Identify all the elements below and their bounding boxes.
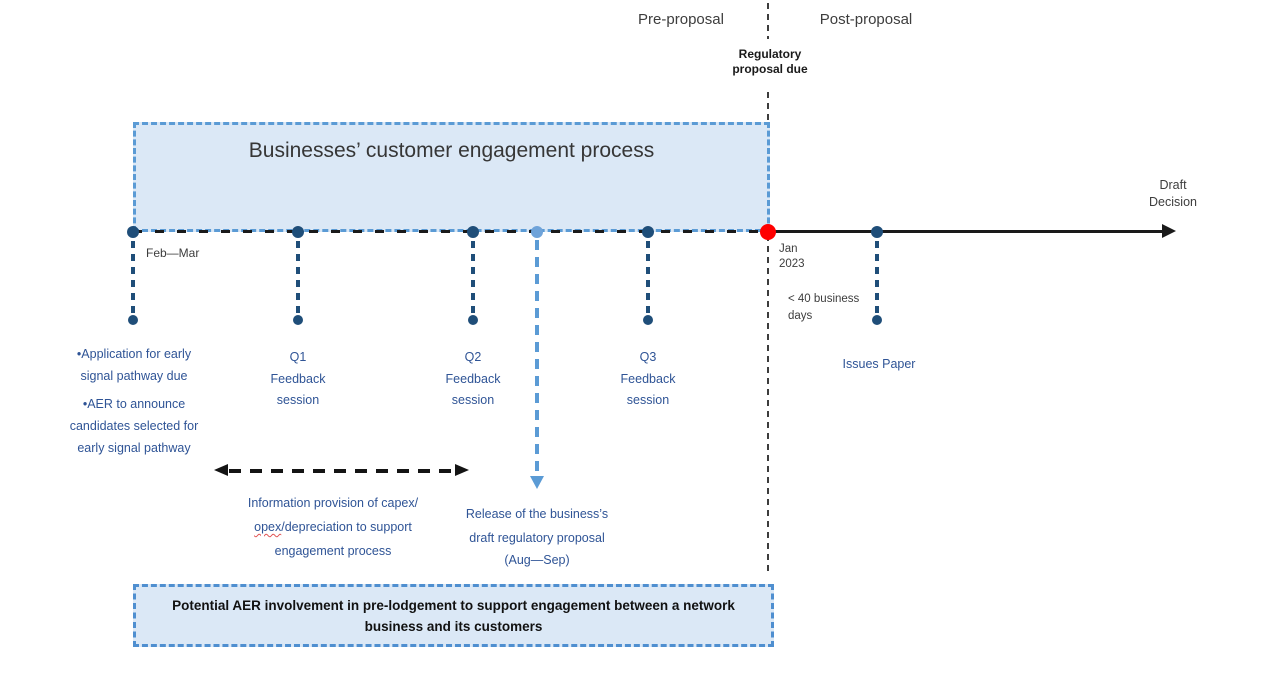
info-provision-line2: opex/depreciation to support	[220, 515, 446, 539]
business-days-note: < 40 business days	[788, 293, 860, 322]
milestone-dot-q2	[467, 226, 479, 238]
opex-misspell-word: opex	[254, 520, 282, 534]
engagement-box-title: Businesses’ customer engagement process	[248, 139, 655, 162]
right-arrowhead-icon	[455, 464, 469, 476]
aer-involvement-text: Potential AER involvement in pre-lodgeme…	[172, 597, 735, 634]
draft-proposal-release-label: Release of the business’s draft regulato…	[465, 507, 609, 545]
phase-divider-dashed-line-top	[767, 3, 769, 39]
draft-decision-label: Draft Decision	[1149, 178, 1197, 209]
aer-announcement-label: •AER to announce candidates selected for…	[69, 397, 199, 455]
milestone-dot-early-signal	[127, 226, 139, 238]
info-provision-line1: Information provision of capex/	[247, 496, 419, 510]
timeline-solid-segment	[768, 230, 1165, 233]
proposal-due-date-note: Jan 2023	[779, 243, 805, 270]
left-arrowhead-icon	[214, 464, 228, 476]
q1-feedback-label: Q1 Feedback session	[270, 350, 326, 407]
issues-paper-label: Issues Paper	[842, 357, 916, 371]
q2-feedback-label: Q2 Feedback session	[445, 350, 501, 407]
customer-engagement-process-box: Businesses’ customer engagement process	[133, 122, 770, 232]
pre-proposal-phase-label: Pre-proposal	[638, 11, 724, 28]
dropline-dot-early-signal	[128, 315, 138, 325]
milestone-dot-q1	[292, 226, 304, 238]
info-provision-line2-rest: /depreciation to support	[281, 520, 412, 534]
dropline-early-signal	[131, 241, 135, 314]
dropline-dot-q1	[293, 315, 303, 325]
start-date-note: Feb—Mar	[146, 246, 200, 260]
early-signal-application-label: •Application for early signal pathway du…	[76, 347, 192, 383]
dropline-q3	[646, 241, 650, 314]
dropline-q2	[471, 241, 475, 314]
post-proposal-phase-label: Post-proposal	[819, 11, 913, 28]
down-arrow-icon	[530, 476, 544, 489]
q3-feedback-label: Q3 Feedback session	[620, 350, 676, 407]
early-signal-label-block: •Application for early signal pathway du…	[38, 343, 230, 459]
dropline-q1	[296, 241, 300, 314]
draft-proposal-release-dashed-line	[535, 240, 539, 477]
info-provision-dashed-arrow	[229, 469, 455, 473]
aer-involvement-box: Potential AER involvement in pre-lodgeme…	[133, 584, 774, 647]
milestone-dot-draft-release	[531, 226, 543, 238]
info-provision-label: Information provision of capex/ opex/dep…	[220, 491, 446, 563]
dropline-dot-q3	[643, 315, 653, 325]
dropline-dot-issues-paper	[872, 315, 882, 325]
milestone-dot-q3	[642, 226, 654, 238]
timeline-dashed-segment	[133, 230, 770, 233]
milestone-dot-issues-paper	[871, 226, 883, 238]
dropline-issues-paper	[875, 241, 879, 314]
draft-proposal-period-label: (Aug—Sep)	[504, 553, 570, 567]
timeline-arrowhead-icon	[1162, 224, 1176, 238]
phase-divider-dashed-line	[767, 92, 769, 573]
regulatory-proposal-due-label: Regulatory proposal due	[732, 47, 808, 76]
info-provision-line3: engagement process	[274, 544, 392, 558]
dropline-dot-q2	[468, 315, 478, 325]
milestone-dot-proposal-due	[760, 224, 776, 240]
